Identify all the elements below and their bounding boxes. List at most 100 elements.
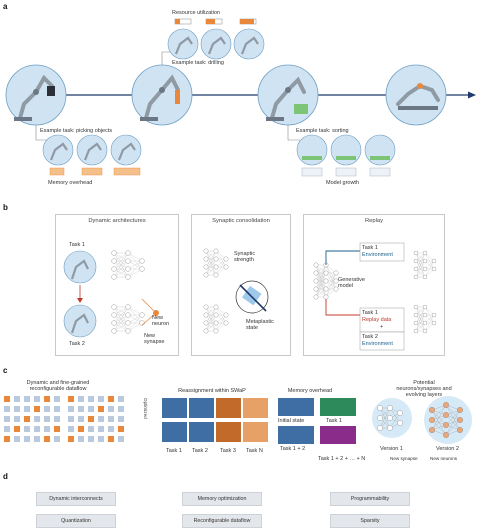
dataflow-cell: [44, 436, 50, 442]
net-a-bottom-node: [125, 312, 131, 318]
net-c-right-bottom-edge: [415, 314, 426, 332]
net-d-v1-node: [377, 405, 383, 411]
net-b-top-node: [213, 256, 219, 262]
net-b-bottom-edge: [215, 314, 227, 332]
net-b-bottom-node: [213, 320, 219, 326]
net-a-top-edge: [113, 260, 129, 278]
net-b-bottom-edge: [205, 306, 217, 324]
net-d-v2-node: [442, 422, 449, 429]
task-picking-label: Example task: picking objects: [40, 128, 113, 134]
item-reconfigurable-dataflow: Reconfigurable dataflow: [182, 514, 262, 528]
synaptic-consolidation-graphic: [203, 248, 269, 334]
net-b-bottom-node: [213, 328, 219, 334]
net-a-top-edge: [113, 252, 129, 262]
net-d-v2-edge: [445, 419, 461, 436]
picking-circles: [42, 134, 142, 176]
dataflow-cell: [34, 406, 40, 412]
dataflow-cell: [54, 426, 60, 432]
net-a-bottom-edge: [113, 306, 129, 316]
net-c-right-top-node: [422, 274, 428, 280]
dataflow-cell: [98, 396, 104, 402]
dataflow-cell: [78, 406, 84, 412]
net-c-right-top-node: [413, 266, 419, 272]
net-a-bottom-node: [125, 304, 131, 310]
replay-task2-label: Task 2: [362, 334, 378, 340]
dataflow-cell: [78, 396, 84, 402]
neurons-title: Potential neurons/synapses and evolving …: [396, 380, 452, 398]
robot-stage-4: [385, 64, 447, 126]
dataflow-cell: [4, 396, 10, 402]
net-a-bottom-edge: [113, 306, 129, 332]
dataflow-cell: [44, 406, 50, 412]
net-c-right-bottom-node: [431, 320, 437, 326]
generative-model-label: Generative model: [338, 277, 365, 289]
replay-graphic: [313, 242, 437, 351]
net-a-bottom-edge: [127, 322, 143, 332]
net-a-bottom-edge: [113, 322, 129, 332]
net-b-top-node: [213, 264, 219, 270]
net-b-top-node: [203, 264, 209, 270]
net-c-right-bottom-edge: [424, 314, 435, 332]
net-a-bottom-edge: [127, 306, 143, 316]
net-b-top-edge: [205, 250, 217, 276]
metaplastic-state-label: Metaplastic state: [246, 319, 274, 331]
net-d-v2-node: [429, 406, 436, 413]
dataflow-cell: [88, 396, 94, 402]
net-c-gen-node: [313, 278, 319, 284]
model-growth-label: Model growth: [326, 180, 360, 186]
net-a-top-node: [111, 250, 117, 256]
dataflow-cell: [108, 426, 114, 432]
new-synapse-label: New synapse: [144, 333, 165, 345]
net-b-top-node: [213, 248, 219, 254]
net-d-v2-edge: [445, 409, 461, 426]
net-c-right-top-edge: [415, 252, 426, 270]
dataflow-cell: [68, 436, 74, 442]
dataflow-cell: [4, 426, 10, 432]
task-drilling-label: Example task: drilling: [172, 60, 224, 66]
net-a-top-edge: [113, 268, 129, 278]
net-d-v2-edge: [445, 409, 461, 436]
panel-d-label: d: [3, 472, 8, 481]
net-a-bottom-edge: [127, 314, 143, 324]
neurons-versions: [372, 396, 472, 444]
synaptic-consolidation-title: Synaptic consolidation: [212, 218, 270, 224]
dataflow-cell: [118, 436, 124, 442]
net-b-bottom-node: [223, 312, 229, 318]
dataflow-cell: [118, 396, 124, 402]
net-c-gen-node: [323, 278, 329, 284]
net-c-gen-edge: [315, 264, 327, 282]
dataflow-cell: [14, 396, 20, 402]
dataflow-cell: [4, 416, 10, 422]
net-c-gen-node: [323, 286, 329, 292]
dataflow-cell: [24, 406, 30, 412]
dataflow-cell: [4, 406, 10, 412]
net-b-bottom-node: [223, 320, 229, 326]
net-a-top-node: [125, 274, 131, 280]
net-a-bottom-node: [111, 304, 117, 310]
net-a-bottom-node: [139, 312, 145, 318]
task-n-label: Task N: [246, 448, 263, 454]
replay-environment1-label: Environment: [362, 252, 393, 258]
dataflow-cell: [54, 436, 60, 442]
net-c-gen-node: [323, 294, 329, 300]
dataflow-cell: [54, 416, 60, 422]
dataflow-cell: [24, 416, 30, 422]
dataflow-cell: [98, 406, 104, 412]
net-b-bottom-node: [213, 304, 219, 310]
net-c-right-top-node: [422, 258, 428, 264]
dataflow-grids: [4, 396, 124, 442]
net-a-top-node: [139, 266, 145, 272]
net-d-v2-node: [429, 417, 436, 424]
dataflow-cell: [24, 426, 30, 432]
dynamic-architectures-title: Dynamic architectures: [88, 218, 146, 224]
net-a-top-edge: [127, 260, 143, 270]
net-d-v1-node: [387, 405, 393, 411]
dataflow-cell: [118, 406, 124, 412]
dataflow-cell: [34, 396, 40, 402]
dataflow-cell: [68, 416, 74, 422]
dataflow-cell: [78, 416, 84, 422]
net-c-gen-node: [313, 270, 319, 276]
dataflow-cell: [88, 436, 94, 442]
dataflow-cell: [118, 426, 124, 432]
legend-synapse-label: New synapse: [390, 456, 418, 461]
